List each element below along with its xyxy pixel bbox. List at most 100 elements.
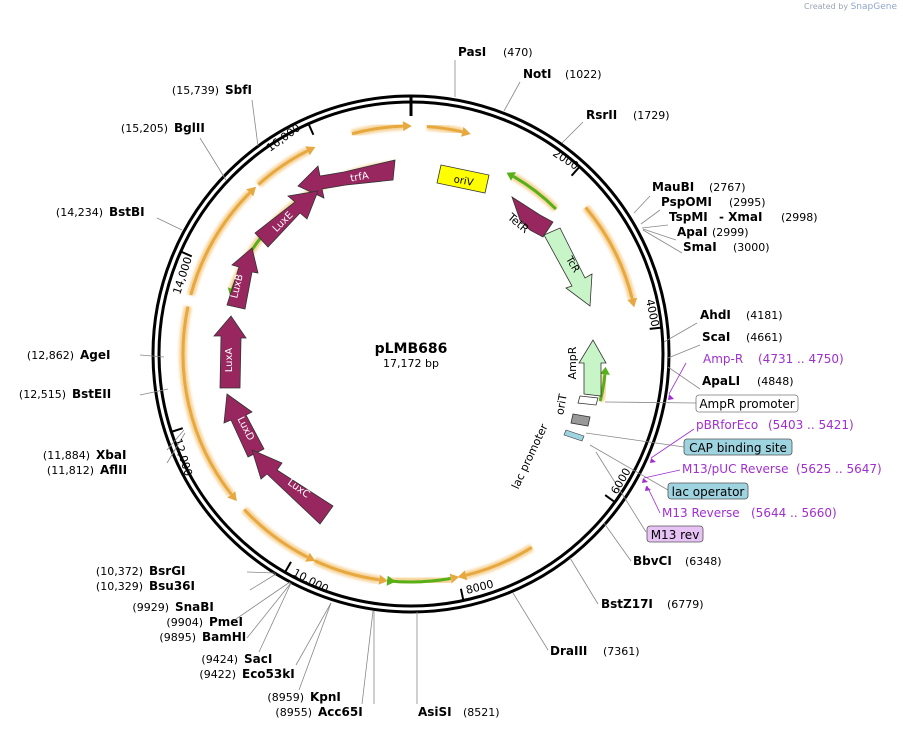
leader-line-11 (603, 522, 632, 562)
site-pspOMI[interactable]: PspOMI (2995) (661, 195, 766, 209)
box-cap-binding-site[interactable]: CAP binding site (683, 438, 793, 456)
primer-range: (5644 .. 5660) (751, 506, 837, 520)
tick-3 (459, 588, 465, 601)
luxD-feature[interactable]: LuxD (223, 393, 265, 458)
leader-line-5 (641, 224, 669, 229)
site-bbvCI[interactable]: BbvCI (6348) (633, 554, 722, 568)
oriT-box (570, 413, 591, 427)
site-eco53kI[interactable]: (9422) Eco53kI (199, 667, 294, 681)
marker-arrowhead-lower (386, 575, 396, 586)
site-position: (4661) (746, 331, 783, 344)
luxE-arrow (254, 190, 319, 248)
site-name: BsrGI (149, 564, 186, 578)
site-name: SmaI (683, 240, 717, 254)
oriT-feature[interactable]: oriT (553, 393, 591, 427)
site-name: BglII (174, 121, 205, 135)
lac-promoter-feature[interactable]: lac promoter (509, 421, 585, 491)
site-name: NotI (523, 67, 552, 81)
site-position: (4848) (757, 375, 794, 388)
site-position: (15,205) (121, 122, 168, 135)
site-bamHI[interactable]: (9895) BamHI (159, 630, 246, 644)
box-m13-rev[interactable]: M13 rev (646, 525, 704, 543)
orf-arc-8 (189, 191, 251, 296)
site-aflII[interactable]: (11,812) AflII (47, 463, 127, 477)
primer-pbrforeco[interactable]: pBRforEco (5403 .. 5421) (696, 418, 854, 432)
site-name: SacI (244, 652, 272, 666)
leader-line-12 (569, 557, 599, 605)
site-name: PmeI (209, 615, 243, 629)
site-apaLI[interactable]: ApaLI (4848) (702, 374, 794, 388)
tick-0 (570, 166, 581, 177)
primer-m13-puc-reverse[interactable]: M13/pUC Reverse (5625 .. 5647) (682, 462, 882, 476)
tick-marks (171, 123, 662, 601)
site-xbaI[interactable]: (11,884) XbaI (43, 448, 126, 462)
oriV-feature[interactable]: oriV (436, 164, 490, 194)
site-rsrII[interactable]: RsrII (1729) (586, 108, 670, 122)
primer-arrowhead-1 (650, 458, 656, 463)
leader-line-10 (667, 366, 701, 390)
leader-line-30 (251, 99, 259, 147)
site-bglII[interactable]: (15,205) BglII (121, 121, 205, 135)
ampR-marker-arc (598, 374, 607, 402)
leader-line-33 (589, 444, 669, 491)
site-name: SbfI (225, 83, 252, 97)
site-position: (9895) (159, 631, 196, 644)
leader-line-22 (249, 573, 277, 591)
site-sacI[interactable]: (9424) SacI (201, 652, 272, 666)
site-snaBI[interactable]: (9929) SnaBI (132, 600, 213, 614)
primer-m13-reverse[interactable]: M13 Reverse (5644 .. 5660) (662, 506, 837, 520)
primer-amp-r[interactable]: Amp-R (4731 .. 4750) (703, 352, 844, 366)
luxB-feature[interactable]: LuxB (226, 247, 259, 310)
luxE-feature[interactable]: LuxE (254, 190, 319, 248)
site-bstBI[interactable]: (14,234) BstBI (56, 205, 145, 219)
site-acc65I[interactable]: (8955) Acc65I (275, 705, 362, 719)
site-bstZ17I[interactable]: BstZ17I (6779) (601, 597, 704, 611)
luxA-feature[interactable]: LuxA (213, 315, 247, 389)
site-mauBI[interactable]: MauBI (2767) (652, 180, 746, 194)
site-name: Eco53kI (242, 667, 295, 681)
orf-arc-6 (243, 508, 309, 559)
site-kpnI[interactable]: (8959) KpnI (267, 690, 340, 704)
ampR-feature[interactable]: AmpR (566, 339, 607, 397)
site-asiSI[interactable]: AsiSI (8521) (418, 705, 500, 719)
site-name: Bsu36I (149, 579, 195, 593)
orf-arc-9 (257, 149, 309, 186)
trfA-label: trfA (350, 170, 370, 184)
marker-arrowhead-upper (506, 172, 516, 181)
tick-5 (171, 427, 184, 433)
tcR-feature[interactable]: TcR (543, 227, 593, 307)
ampR-promoter-box (695, 394, 799, 413)
site-tspMI-xmaI[interactable]: TspMI - XmaI (2998) (669, 210, 818, 224)
site-pmeI[interactable]: (9904) PmeI (166, 615, 242, 629)
site-name: MauBI (652, 180, 694, 194)
orf-arrowhead-8 (246, 186, 257, 197)
luxC-feature[interactable]: LuxC (251, 449, 334, 525)
site-ahdI[interactable]: AhdI (4181) (700, 308, 783, 322)
site-position: (1729) (633, 109, 670, 122)
site-bsu36I[interactable]: (10,329) Bsu36I (96, 579, 195, 593)
box-ampR-promoter[interactable]: AmpR promoter (695, 394, 799, 413)
site-ageI[interactable]: (12,862) AgeI (27, 348, 111, 362)
site-scaI[interactable]: ScaI (4661) (702, 330, 783, 344)
site-sbfI[interactable]: (15,739) SbfI (172, 83, 252, 97)
site-bsrGI[interactable]: (10,372) BsrGI (96, 564, 186, 578)
leader-line-26 (139, 388, 169, 396)
site-draIII[interactable]: DraIII (7361) (550, 644, 640, 658)
box-lac-operator[interactable]: lac operator (667, 482, 749, 500)
site-name: PspOMI (661, 195, 712, 209)
site-bstEII[interactable]: (12,515) BstEII (19, 387, 111, 401)
site-position: (14,234) (56, 206, 103, 219)
site-name: Acc65I (318, 705, 363, 719)
site-name: AflII (100, 463, 127, 477)
site-notI[interactable]: NotI (1022) (523, 67, 602, 81)
site-apaI[interactable]: ApaI (2999) (677, 225, 749, 239)
site-pasI[interactable]: PasI (470) (458, 45, 533, 59)
leader-line-7 (642, 229, 683, 254)
orf-arrowhead-4 (449, 573, 460, 584)
snapgene-logo: SnapGene (850, 2, 897, 12)
plasmid-size: 17,172 bp (383, 357, 439, 370)
site-smaI[interactable]: SmaI (3000) (683, 240, 770, 254)
leader-line-13 (512, 592, 549, 651)
leader-line-20 (246, 582, 292, 639)
tick-label-2000: 2000 (550, 147, 581, 173)
